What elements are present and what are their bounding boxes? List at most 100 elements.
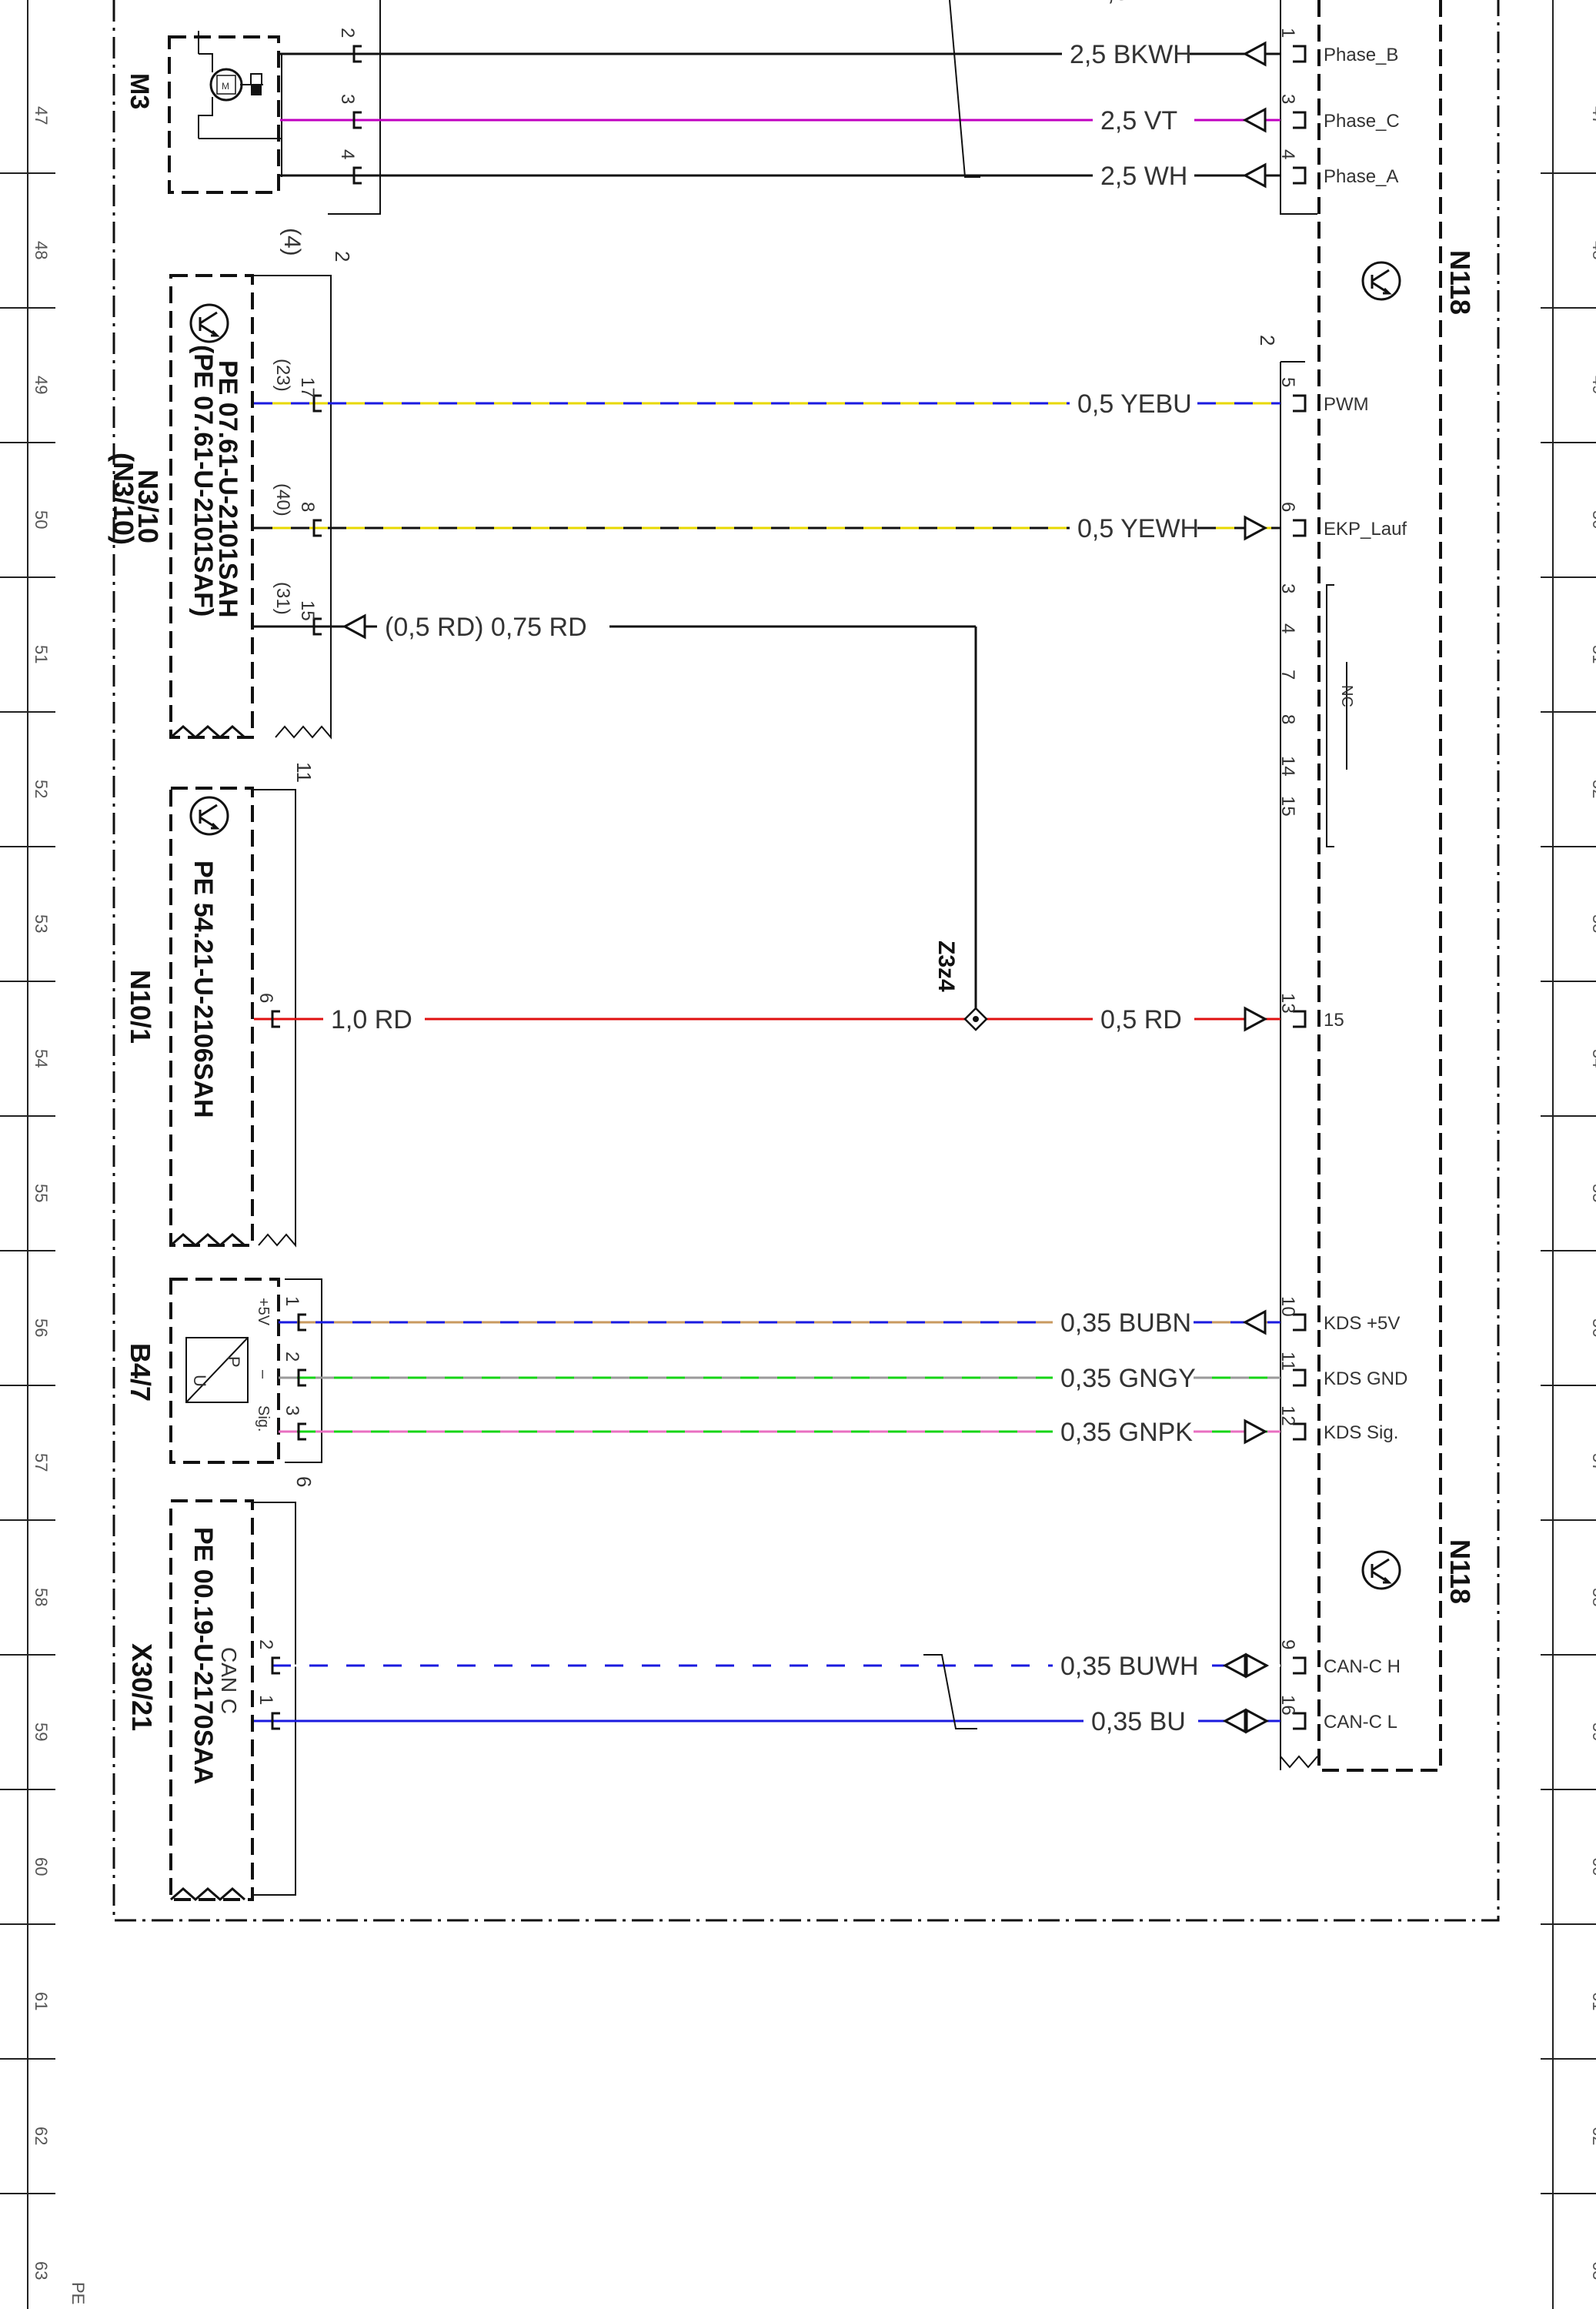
n10-1-pe: PE 54.21-U-2106SAH — [189, 860, 218, 1118]
pin-number: 8 — [297, 502, 318, 512]
pin-number: 1 — [1277, 28, 1298, 38]
pin-number: 15 — [297, 600, 318, 621]
signal-arrow-icon — [1242, 1309, 1267, 1335]
wire-color-label: 2,5 VT — [1100, 106, 1177, 135]
pin-number: 13 — [1277, 993, 1298, 1014]
splice-z3z4: Z3z4 — [933, 941, 988, 1031]
pin-number: 1 — [255, 1695, 276, 1705]
n118-label-top: N118 — [1444, 250, 1476, 315]
ruler-right-number: 51 — [1589, 645, 1596, 663]
ruler-right-number: 56 — [1589, 1318, 1596, 1337]
outer-boundary — [112, 0, 1500, 1922]
signal-name: SF — [1324, 0, 1347, 2]
signal-name: KDS Sig. — [1324, 1422, 1398, 1443]
frame — [27, 0, 1554, 2309]
pin-number-alt: (31) — [272, 582, 293, 615]
pin-number: 4 — [337, 149, 358, 159]
x30-21-bus: CAN C — [217, 1647, 241, 1714]
ruler-right-number: 57 — [1589, 1453, 1596, 1472]
ecu-icon — [1361, 261, 1401, 301]
x30-21-pin-count: 6 — [292, 1476, 316, 1487]
b4-7-id: B4/7 — [125, 1343, 156, 1402]
pin-number: 4 — [1277, 149, 1298, 159]
ruler-left-number: 62 — [32, 2127, 51, 2145]
n3-10-pe-alt: (PE 07.61-U-2101SAF) — [189, 345, 218, 617]
m3-component: M M3 — [125, 0, 381, 215]
twist-marker — [949, 0, 980, 178]
ruler-left-number: 57 — [32, 1453, 51, 1472]
x30-21-id: X30/21 — [126, 1643, 158, 1731]
wire-color-label: 0,35 BU — [1091, 1707, 1186, 1736]
wire-color-label: 1,0 RD — [331, 1005, 412, 1034]
ruler-right-number: 63 — [1589, 2261, 1596, 2280]
ruler-left-number: 53 — [32, 914, 51, 933]
n3-10-pin-count: 2 — [331, 251, 354, 262]
ruler-right-number: 47 — [1589, 106, 1596, 125]
signal-arrow-icon — [1222, 1708, 1247, 1734]
ruler-left-number: 55 — [32, 1184, 51, 1202]
svg-text:8: 8 — [1277, 714, 1298, 724]
signal-arrow-icon — [1245, 1708, 1270, 1734]
twist-marker — [923, 1654, 977, 1729]
svg-text:15: 15 — [1277, 796, 1298, 817]
ruler-left-number: 48 — [32, 241, 51, 259]
svg-text:4: 4 — [1277, 623, 1298, 633]
svg-text:Sig.: Sig. — [255, 1405, 272, 1432]
ruler-right-number: 54 — [1589, 1049, 1596, 1068]
ruler-left-number: 54 — [32, 1049, 51, 1068]
splice-label: Z3z4 — [933, 941, 959, 992]
pin-number: 2 — [255, 1639, 276, 1649]
ruler-right-number: 60 — [1589, 1857, 1596, 1876]
ruler-left-number: 56 — [32, 1318, 51, 1337]
ruler-left-number: 58 — [32, 1588, 51, 1606]
m3-id: M3 — [125, 73, 154, 109]
signal-arrow-icon — [1242, 107, 1267, 133]
signal-arrow-icon — [1244, 1006, 1268, 1032]
pin-number: 10 — [1277, 1296, 1298, 1317]
n10-1-component: PE 54.21-U-2106SAH N10/1 11 — [125, 762, 316, 1248]
wire-color-label: 2,5 BKWH — [1070, 40, 1192, 69]
pin-number-alt: (23) — [272, 359, 293, 392]
signal-name: Phase_C — [1324, 111, 1400, 132]
ruler-ticks — [0, 172, 1596, 2194]
n3-10-pe: PE 07.61-U-2101SAH — [213, 360, 242, 618]
wire-color-label: (0,5 RD) 0,75 RD — [385, 613, 587, 642]
wire-color-label: 2,5 WH — [1100, 162, 1187, 191]
ruler-left-number: 51 — [32, 645, 51, 663]
signal-arrow-icon — [1244, 515, 1268, 541]
pin-number: 3 — [282, 1405, 302, 1415]
wire-color-label: 0,35 BUWH — [1060, 1652, 1199, 1681]
nc-group: NC 3 4 7 8 14 15 — [1277, 583, 1355, 847]
n3-10-component: PE 07.61-U-2101SAH (PE 07.61-U-2101SAF) … — [108, 228, 354, 740]
signal-name: KDS GND — [1324, 1368, 1407, 1389]
n118-pin-count: 2 — [1256, 335, 1279, 346]
n3-10-pin-count-alt: (4) — [279, 228, 305, 256]
ruler-left-number: 52 — [32, 780, 51, 798]
ruler-right-number: 50 — [1589, 510, 1596, 529]
svg-text:+5V: +5V — [255, 1298, 272, 1326]
signal-arrow-icon — [342, 613, 366, 640]
ruler-left-number: 61 — [32, 1992, 51, 2010]
b4-7-component: P U B4/7 +5V – Sig. — [125, 1278, 322, 1464]
svg-text:7: 7 — [1277, 670, 1298, 680]
nc-label: NC — [1338, 685, 1355, 707]
pin-number: 3 — [337, 94, 358, 104]
wire-color-label: 0,5 YEWH — [1077, 514, 1199, 543]
ruler-right-number: 62 — [1589, 2127, 1596, 2145]
signal-arrow-icon — [1242, 41, 1267, 67]
pin-number: 16 — [1277, 1695, 1298, 1716]
pin-number: 9 — [1277, 1639, 1298, 1649]
ruler-right-number: 48 — [1589, 241, 1596, 259]
ruler-left-number: 50 — [32, 510, 51, 529]
n10-1-pin-count: 11 — [292, 762, 316, 783]
wire: (0,5 RD) 0,75 RD 15(31) — [254, 582, 977, 1010]
